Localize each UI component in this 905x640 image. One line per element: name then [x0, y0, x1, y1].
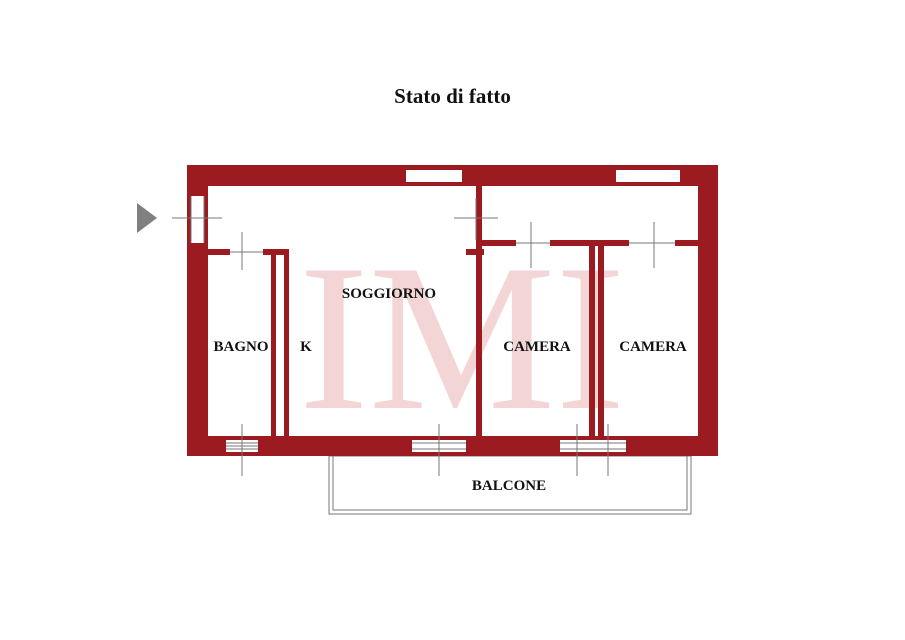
room-label-bagno: BAGNO — [213, 339, 268, 355]
plan-title: Stato di fatto — [394, 84, 511, 108]
entry-arrow-icon — [137, 203, 157, 233]
room-label-camera-1: CAMERA — [503, 339, 571, 355]
room-label-kitchen: K — [300, 339, 312, 355]
opening-marks — [172, 196, 675, 476]
room-label-balcone: BALCONE — [472, 478, 546, 494]
watermark-logo: IMI — [299, 222, 626, 454]
room-label-camera-2: CAMERA — [619, 339, 687, 355]
room-label-soggiorno: SOGGIORNO — [342, 286, 436, 302]
